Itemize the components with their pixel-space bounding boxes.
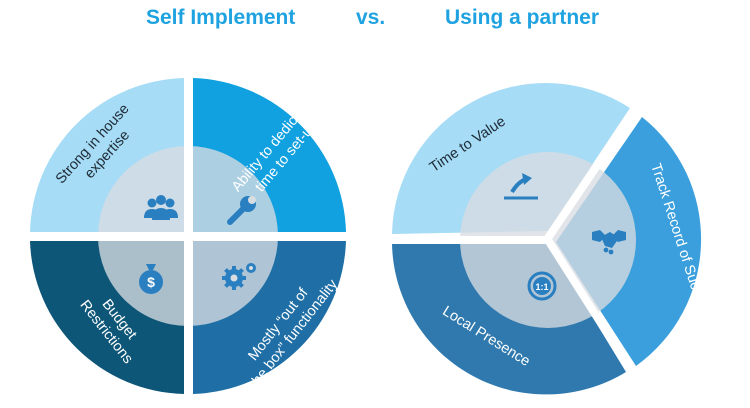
upward-arrow-icon bbox=[504, 173, 538, 200]
handshake-icon bbox=[592, 230, 626, 255]
svg-text:$: $ bbox=[147, 274, 155, 290]
gears-icon bbox=[222, 263, 256, 290]
svg-text:1:1: 1:1 bbox=[535, 282, 548, 292]
wrench-icon bbox=[227, 196, 256, 225]
self-implement-heading: Self Implement bbox=[146, 6, 296, 29]
one-to-one-icon: 1:1 bbox=[527, 271, 557, 301]
versus-label: vs. bbox=[356, 6, 386, 29]
self-implement-wheel: Strong in house expertise Ability to ded… bbox=[30, 78, 346, 394]
money-bag-icon: $ bbox=[139, 264, 163, 294]
people-icon bbox=[144, 195, 178, 220]
using-partner-heading: Using a partner bbox=[445, 6, 600, 29]
using-partner-wheel: Time to Value Track Record of Success Lo… bbox=[388, 83, 712, 395]
